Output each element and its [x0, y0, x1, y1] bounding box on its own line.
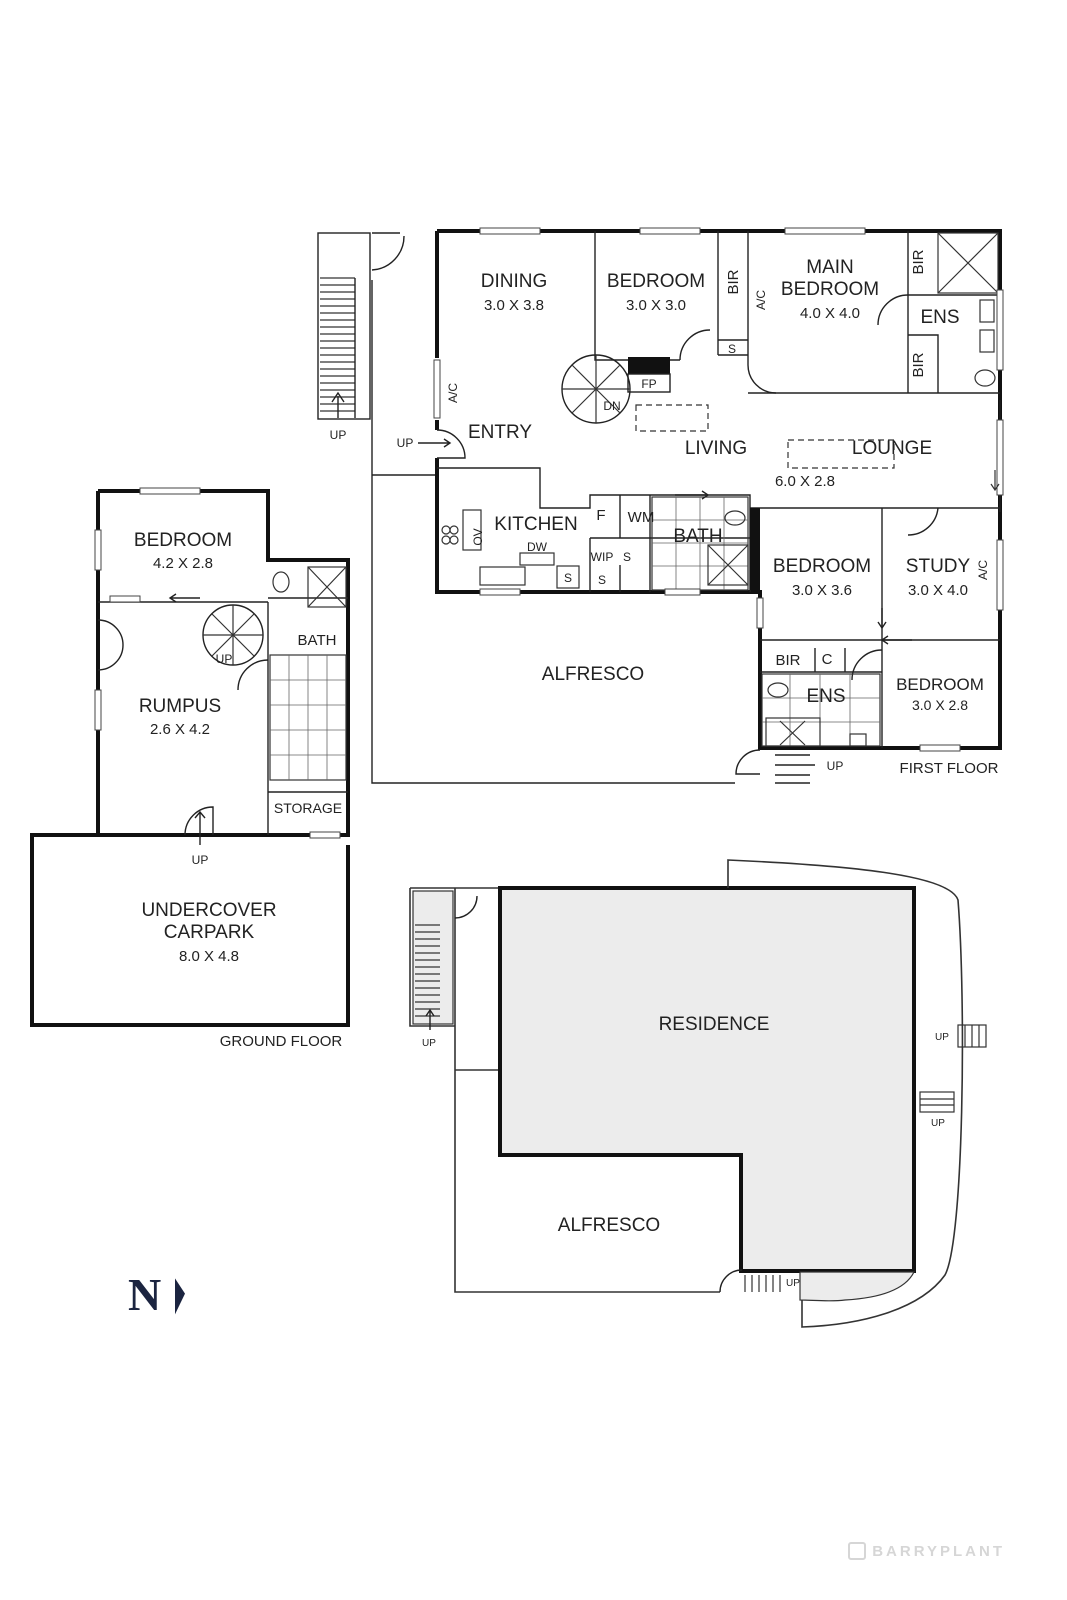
bir-label-1: BIR — [725, 269, 742, 294]
study-dims: 3.0 X 4.0 — [908, 582, 968, 599]
s-label-2: S — [623, 550, 631, 564]
bir-label-2: BIR — [910, 249, 927, 274]
dw-label: DW — [527, 540, 548, 554]
up-label-first-2: UP — [397, 436, 414, 450]
brand-logo: BARRYPLANT — [848, 1542, 1005, 1560]
north-letter: N — [128, 1269, 162, 1320]
ground-bath-label: BATH — [298, 632, 337, 649]
c-label: C — [822, 651, 833, 668]
site-up-label-2: UP — [935, 1032, 949, 1043]
up-label-ground-2: UP — [192, 853, 209, 867]
site-up-label-1: UP — [422, 1038, 436, 1049]
entry-label: ENTRY — [468, 422, 532, 443]
ens-small-label: ENS — [806, 686, 845, 707]
up-label-first-1: UP — [330, 428, 347, 442]
rumpus-label: RUMPUS — [139, 696, 221, 717]
site-plan — [409, 859, 987, 1328]
residence-label: RESIDENCE — [659, 1014, 770, 1035]
up-label-ground-1: UP — [216, 652, 233, 666]
bedroom1-label: BEDROOM — [607, 271, 705, 292]
bedroom2-dims: 3.0 X 3.6 — [792, 582, 852, 599]
wm-label: WM — [628, 509, 655, 526]
bath-first-label: BATH — [673, 526, 722, 547]
site-up-label-4: UP — [786, 1278, 800, 1289]
lounge-dims: 6.0 X 2.8 — [775, 473, 835, 490]
carpark-label-1: UNDERCOVER — [141, 900, 276, 921]
spiral-stair-first — [561, 354, 631, 424]
north-arrow-icon — [175, 1275, 186, 1314]
north-compass: N — [128, 1268, 186, 1321]
study-label: STUDY — [906, 556, 971, 577]
main-bedroom-dims: 4.0 X 4.0 — [800, 305, 860, 322]
carpark-label-2: CARPARK — [164, 922, 255, 943]
carpark-dims: 8.0 X 4.8 — [179, 948, 239, 965]
bedroom3-dims: 3.0 X 2.8 — [912, 697, 968, 713]
main-bedroom-label-1: MAIN — [806, 257, 854, 278]
ac-label-3: A/C — [976, 560, 990, 580]
bath-tiles-ground — [269, 654, 347, 781]
bedroom2-label: BEDROOM — [773, 556, 871, 577]
bir-label-3: BIR — [910, 352, 927, 377]
kitchen-label: KITCHEN — [494, 514, 577, 535]
storage-label: STORAGE — [274, 800, 342, 816]
first-floor-title: FIRST FLOOR — [900, 760, 999, 777]
dining-dims: 3.0 X 3.8 — [484, 297, 544, 314]
ens-main-label: ENS — [920, 307, 959, 328]
s-label-4: S — [564, 571, 572, 585]
bir-label-4: BIR — [775, 652, 800, 669]
first-floor-plan — [168, 227, 1004, 784]
ov-label: OV — [471, 528, 485, 545]
s-label-3: S — [598, 573, 606, 587]
bedroom3-label: BEDROOM — [896, 675, 984, 694]
dining-label: DINING — [481, 271, 548, 292]
stair-treads-first-floor — [320, 277, 356, 418]
rumpus-dims: 2.6 X 4.2 — [150, 721, 210, 738]
ground-bedroom-label: BEDROOM — [134, 530, 232, 551]
brand-name: BARRYPLANT — [872, 1542, 1005, 1560]
ground-bedroom-dims: 4.2 X 2.8 — [153, 555, 213, 572]
ens-tiles-first — [761, 673, 881, 747]
site-up-label-3: UP — [931, 1118, 945, 1129]
alfresco-first-label: ALFRESCO — [542, 664, 644, 685]
f-label: F — [596, 507, 605, 524]
spiral-stair-ground — [202, 604, 264, 666]
main-bedroom-label-2: BEDROOM — [781, 279, 879, 300]
fp-label: FP — [641, 377, 656, 391]
ground-floor-title: GROUND FLOOR — [220, 1033, 343, 1050]
s-label-1: S — [728, 342, 736, 356]
ground-floor-plan — [30, 487, 350, 1027]
wip-label: WIP — [591, 550, 614, 564]
living-label: LIVING — [685, 438, 747, 459]
ac-label-1: A/C — [754, 290, 768, 310]
up-label-first-3: UP — [827, 759, 844, 773]
lounge-label: LOUNGE — [852, 438, 932, 459]
ac-label-2: A/C — [446, 383, 460, 403]
site-alfresco-label: ALFRESCO — [558, 1215, 660, 1236]
brand-mark-icon — [848, 1542, 867, 1560]
dn-label: DN — [603, 399, 620, 413]
bedroom1-dims: 3.0 X 3.0 — [626, 297, 686, 314]
